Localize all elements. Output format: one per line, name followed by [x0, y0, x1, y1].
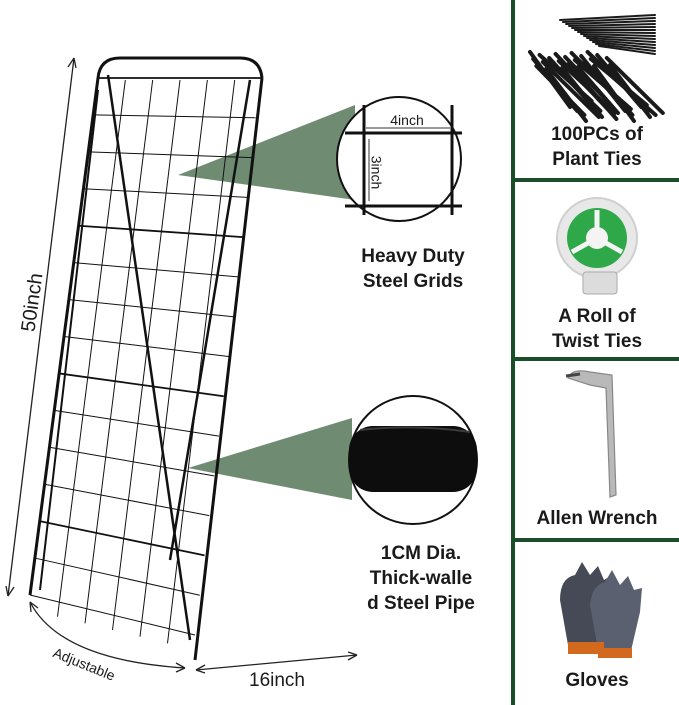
grid-callout-line1: Heavy Duty [361, 246, 465, 267]
accessory-caption: Plant Ties [552, 149, 642, 170]
pipe-callout-beam [188, 418, 352, 500]
grid-callout-beam [178, 105, 355, 200]
pipe-zoom-circle [348, 395, 478, 525]
accessory-allen-wrench: Allen Wrench [515, 361, 679, 538]
accessory-caption: 100PCs of [551, 124, 643, 145]
accessory-cell [515, 361, 679, 538]
accessory-caption: Twist Ties [551, 331, 643, 352]
pipe-callout-title: 1CM Dia. Thick-walle d Steel Pipe [347, 541, 495, 616]
grid-callout-title: Heavy Duty Steel Grids [337, 244, 489, 294]
adjustable-arc [29, 601, 186, 673]
accessory-twist-ties: A Roll of Twist Ties [515, 182, 679, 357]
pipe-callout-line2: Thick-walle [369, 568, 473, 589]
accessory-caption: Gloves [565, 670, 629, 691]
grid-zoom-circle [336, 96, 462, 222]
height-dimension-arrow [5, 57, 77, 597]
pipe-callout-line1: 1CM Dia. [380, 543, 462, 564]
accessory-gloves: Gloves [515, 542, 679, 705]
grid-width-label: 4inch [390, 112, 424, 128]
accessory-caption: Allen Wrench [536, 508, 658, 529]
cable-ties-icon [528, 14, 665, 123]
twist-tie-roll-icon [556, 197, 638, 295]
accessory-caption: A Roll of [558, 306, 636, 327]
grid-callout-line2: Steel Grids [362, 271, 464, 292]
width-label: 16inch [249, 670, 305, 691]
pipe-callout-line3: d Steel Pipe [367, 593, 475, 614]
gloves-icon [560, 562, 642, 658]
width-dimension-arrow [195, 651, 358, 674]
allen-wrench-icon [565, 370, 617, 498]
accessory-plant-ties: 100PCs of Plant Ties [515, 0, 679, 178]
a-frame-trellis [28, 56, 264, 661]
grid-height-label: 3inch [368, 155, 385, 190]
